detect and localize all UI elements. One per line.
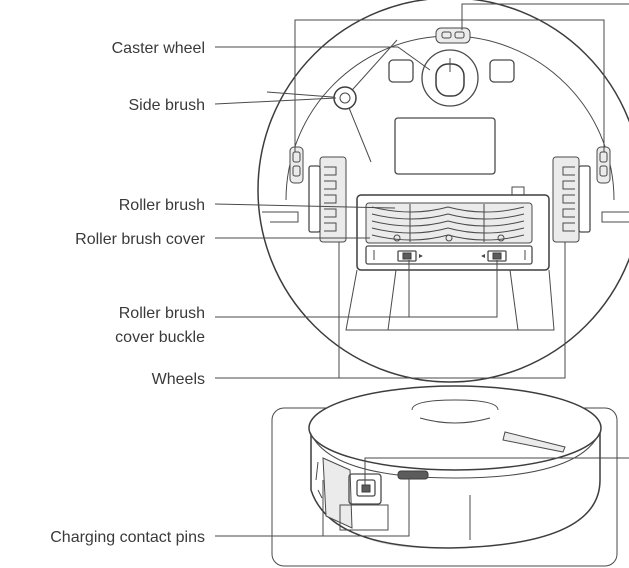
caster-wheel-housing (421, 49, 479, 107)
leader-side-view-sensor (364, 457, 629, 487)
top-sensor-pin-left (441, 31, 452, 39)
label-roller-brush: Roller brush (119, 197, 205, 214)
side-brush (266, 39, 398, 163)
leader-lines (214, 3, 629, 537)
label-roller-brush-cover: Roller brush cover (75, 231, 206, 248)
leader-caster-wheel (215, 46, 431, 71)
label-wheels: Wheels (152, 371, 205, 388)
robot-bottom-view (257, 0, 629, 383)
leader-charging-contact-pins (215, 478, 410, 537)
left-wheel (308, 156, 347, 243)
cliff-sensor-right (489, 59, 515, 83)
top-sensor (435, 27, 471, 44)
label-caster-wheel: Caster wheel (112, 40, 205, 57)
leader-roller-brush (214, 203, 396, 209)
right-bumper-notch (601, 211, 629, 223)
robot-side-view (271, 385, 618, 567)
right-wheel (552, 156, 591, 243)
label-roller-brush-cover-buckle-line1: Roller brush (119, 305, 205, 322)
roller-brush-assembly (356, 186, 550, 271)
leader-roller-brush-cover-buckle (215, 260, 498, 318)
side-view-top-disc (308, 385, 602, 471)
labels: Caster wheel Side brush Roller brush Rol… (50, 40, 205, 546)
bin-outline (345, 269, 555, 331)
leader-side-sensors (294, 19, 605, 152)
leader-side-brush (214, 97, 337, 105)
label-charging-contact-pins: Charging contact pins (50, 529, 205, 546)
label-side-brush: Side brush (129, 97, 206, 114)
label-roller-brush-cover-buckle-line2: cover buckle (115, 329, 205, 346)
top-sensor-pin-right (454, 31, 465, 39)
cliff-sensor-left (388, 59, 414, 83)
leader-top-sensor (461, 3, 629, 30)
left-bumper-notch (262, 211, 299, 223)
leader-wheels (215, 242, 566, 379)
label-panel (394, 117, 496, 175)
